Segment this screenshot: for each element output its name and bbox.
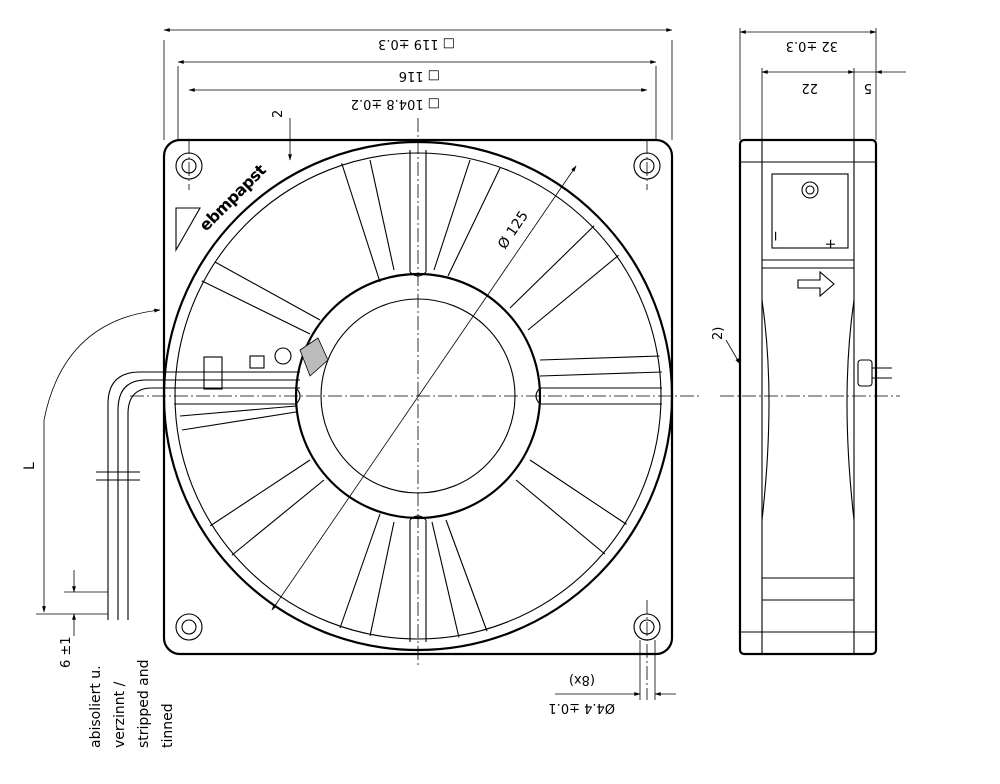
svg-text:abisoliert u.: abisoliert u.: [88, 665, 104, 748]
approval-mark: [274, 347, 292, 365]
dim-width-frame: □ 116: [399, 68, 440, 83]
dim-depth-offset: 5: [864, 80, 872, 95]
dim-hole-diameter: Ø4.4 ±0.1: [548, 700, 615, 715]
dim-width-overall: □ 119 ±0.3: [378, 36, 455, 51]
dim-cable-length: L: [22, 462, 38, 470]
dim-width-holes: □ 104.8 ±0.2: [351, 96, 440, 111]
strip-note: abisoliert u. verzinnt / stripped and ti…: [88, 660, 176, 749]
fan-blades: [179, 157, 663, 641]
polarity-plus: +: [823, 238, 839, 250]
polarity-minus: −: [768, 230, 784, 242]
mounting-holes: [175, 152, 661, 641]
side-frame-outline: [738, 138, 878, 656]
label-patch: [299, 337, 329, 377]
hole-bl: [175, 613, 203, 641]
side-view: − + 32 ±0.3 22 5 2): [711, 28, 906, 656]
dim-diameter-label: Ø 125: [495, 208, 532, 252]
cable: [96, 371, 300, 620]
wire-clamp: [203, 356, 223, 390]
note-ref: 2): [711, 327, 726, 340]
dim-flange: 2: [271, 110, 286, 118]
airflow-arrow: [797, 270, 835, 298]
dim-depth-body: 22: [801, 80, 818, 95]
svg-text:verzinnt /: verzinnt /: [112, 681, 128, 748]
dim-strip-length: 6 ±1: [59, 636, 74, 668]
dim-depth-overall: 32 ±0.3: [786, 38, 838, 53]
dim-holes-count: (8x): [569, 672, 595, 687]
terminal-block: [771, 173, 849, 249]
svg-text:tinned: tinned: [160, 703, 176, 748]
front-view: Ø 125 □ 119 ±0.3 □ 116 □ 104.8 ±0.2 2 eb…: [22, 28, 700, 749]
svg-text:stripped and: stripped and: [136, 660, 152, 749]
